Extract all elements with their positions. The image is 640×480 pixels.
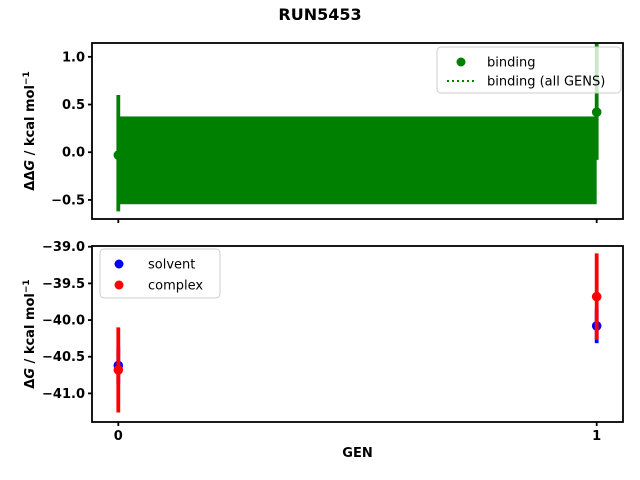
dg-ylabel: ΔG / kcal mol−1 — [22, 279, 38, 388]
y-tick-label: −41.0 — [42, 387, 85, 402]
y-tick-label: 0.5 — [62, 98, 85, 113]
complex-point-1 — [591, 291, 602, 302]
x-axis-label: GEN — [342, 446, 373, 461]
y-tick-label: 0.0 — [62, 146, 85, 161]
x-tick-label: 1 — [592, 429, 601, 444]
y-tick-label: −39.5 — [42, 277, 85, 292]
ddg-legend: binding binding (all GENS) — [436, 46, 622, 94]
dg-axes: −39.0 −39.5 −40.0 −40.5 −41.0 0 1 ΔG / kcal mol… — [22, 240, 624, 444]
legend-marker-dot — [114, 280, 124, 290]
x-tick-label: 0 — [114, 429, 123, 444]
y-tick-label: −40.0 — [42, 314, 85, 329]
ddg-ylabel: ΔΔG / kcal mol−1 — [22, 71, 38, 190]
legend-label: complex — [148, 279, 203, 294]
ddg-legend-box — [436, 46, 622, 94]
complex-point-0 — [113, 365, 124, 375]
binding-point-0 — [113, 150, 124, 160]
dg-legend: solvent complex — [99, 248, 221, 299]
legend-label: binding (all GENS) — [487, 75, 605, 90]
legend-marker-dot — [114, 259, 124, 269]
y-tick-label: −0.5 — [51, 193, 85, 208]
legend-marker-dot — [456, 57, 466, 67]
dg-legend-box — [99, 248, 221, 299]
binding-point-1 — [591, 107, 602, 117]
y-tick-label: −40.5 — [42, 350, 85, 365]
ddg-all-gens-band — [118, 116, 597, 205]
legend-label: binding — [487, 56, 535, 71]
dg-frame — [91, 245, 624, 423]
y-tick-label: −39.0 — [42, 240, 85, 255]
legend-label: solvent — [148, 258, 195, 273]
ddg-frame — [91, 42, 624, 220]
figure-title: RUN5453 — [278, 5, 362, 24]
y-tick-label: 1.0 — [62, 50, 85, 65]
